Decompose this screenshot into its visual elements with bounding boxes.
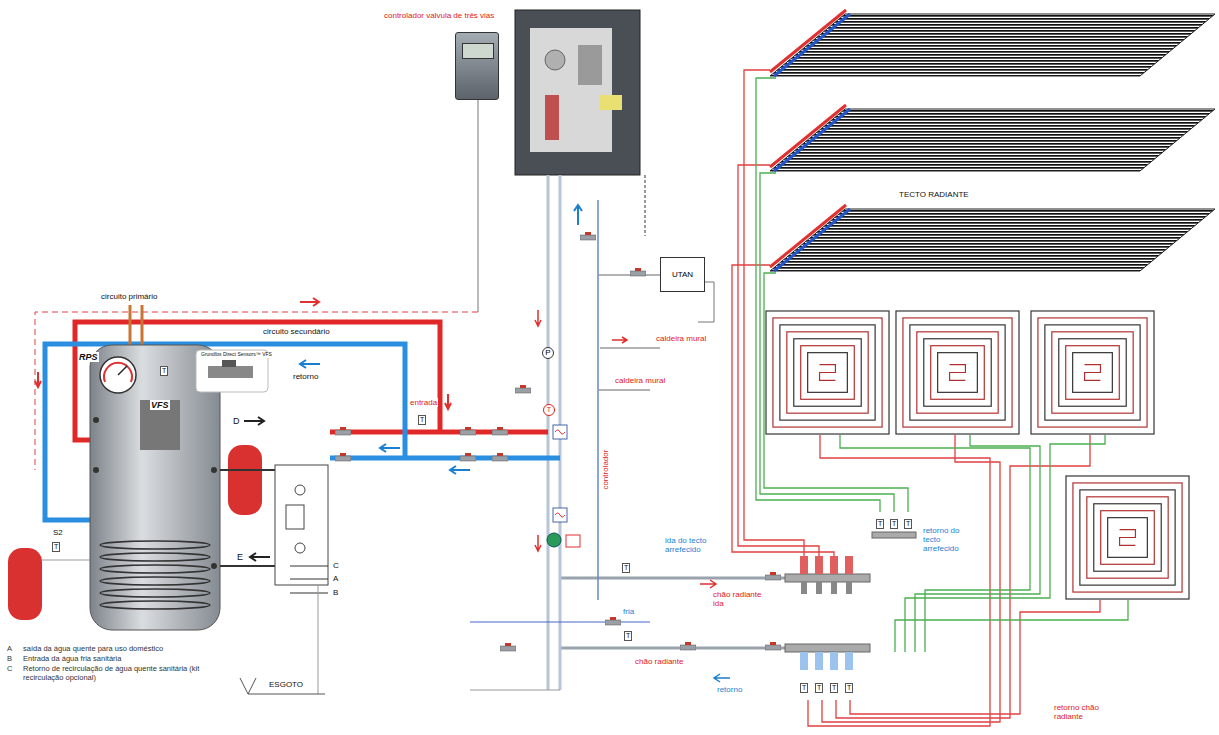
part-name: VFS [150, 400, 170, 410]
sensor-tag: T [160, 366, 168, 376]
part-name: S2 [52, 528, 64, 537]
pipe-label: retorno chão radiante [1053, 703, 1107, 721]
plain-label: retorno [292, 372, 319, 381]
sensor-tag: T [845, 683, 853, 693]
ceiling-panel [770, 205, 1215, 271]
legend-letter: A [6, 645, 13, 654]
pipe-label: entrada [409, 398, 438, 407]
ceiling-panel [770, 10, 1215, 76]
callout-letter: A [332, 574, 339, 583]
legend-text: Retorno de recirculação de água quente s… [22, 665, 239, 682]
plain-label: circuito primário [100, 292, 158, 301]
pipe-label: chão radiante ida [712, 590, 764, 608]
ceiling-panel [770, 105, 1215, 171]
pipe-label: caldeira mural [614, 376, 666, 385]
sensor-tag: T [815, 683, 823, 693]
sensor-tag: T [624, 631, 632, 641]
pipe-label: caldeira mural [655, 334, 707, 343]
callout-letter: D [232, 416, 241, 426]
pipe-label: retorno [716, 685, 743, 694]
pump-circle: P [542, 347, 554, 359]
sensor-tag: T [52, 542, 60, 552]
sensor-tag: T [800, 683, 808, 693]
sensor-tag: T [876, 519, 884, 529]
controller-screen [462, 43, 494, 59]
node-text: UTAN [672, 270, 693, 279]
pipe-label: retorno do tecto arrefecido [922, 526, 976, 554]
pipe-label: chão radiante [634, 657, 684, 666]
part-name: Grundfos Direct Sensors™ VFS [200, 352, 273, 358]
callout-letter: C [332, 561, 340, 570]
node-text: P [545, 349, 550, 357]
plain-label: circuito secundário [262, 327, 331, 336]
callout-letter: B [332, 588, 339, 597]
sensor-tag: T [890, 519, 898, 529]
sensor-tag: T [543, 404, 555, 416]
sensor-tag: T [622, 563, 630, 573]
plain-label: ESGOTO [268, 680, 304, 689]
pipe-label: fria [622, 607, 635, 616]
tube-runs [732, 70, 1128, 726]
pipe-label: ida do tecto arrefecido [664, 536, 718, 554]
legend-letter: B [6, 655, 13, 664]
legend-text: saída da água quente para uso doméstico [22, 645, 164, 654]
callout-letter: E [236, 552, 244, 562]
plain-label: TECTO RADIANTE [898, 190, 970, 199]
utan-box: UTAN [660, 257, 705, 292]
sensor-tag: T [830, 683, 838, 693]
sensor-tag: T [904, 519, 912, 529]
sensor-tag: T [418, 415, 426, 425]
part-name: RPS [78, 352, 99, 362]
legend-text: Entrada da água fria sanitária [22, 655, 122, 664]
device-heading: controlador valvula de três vias [384, 11, 494, 20]
legend-letter: C [6, 665, 13, 674]
pipe-label: controlador [601, 449, 610, 491]
controller-device: controlador valvula de três vias [455, 32, 499, 100]
